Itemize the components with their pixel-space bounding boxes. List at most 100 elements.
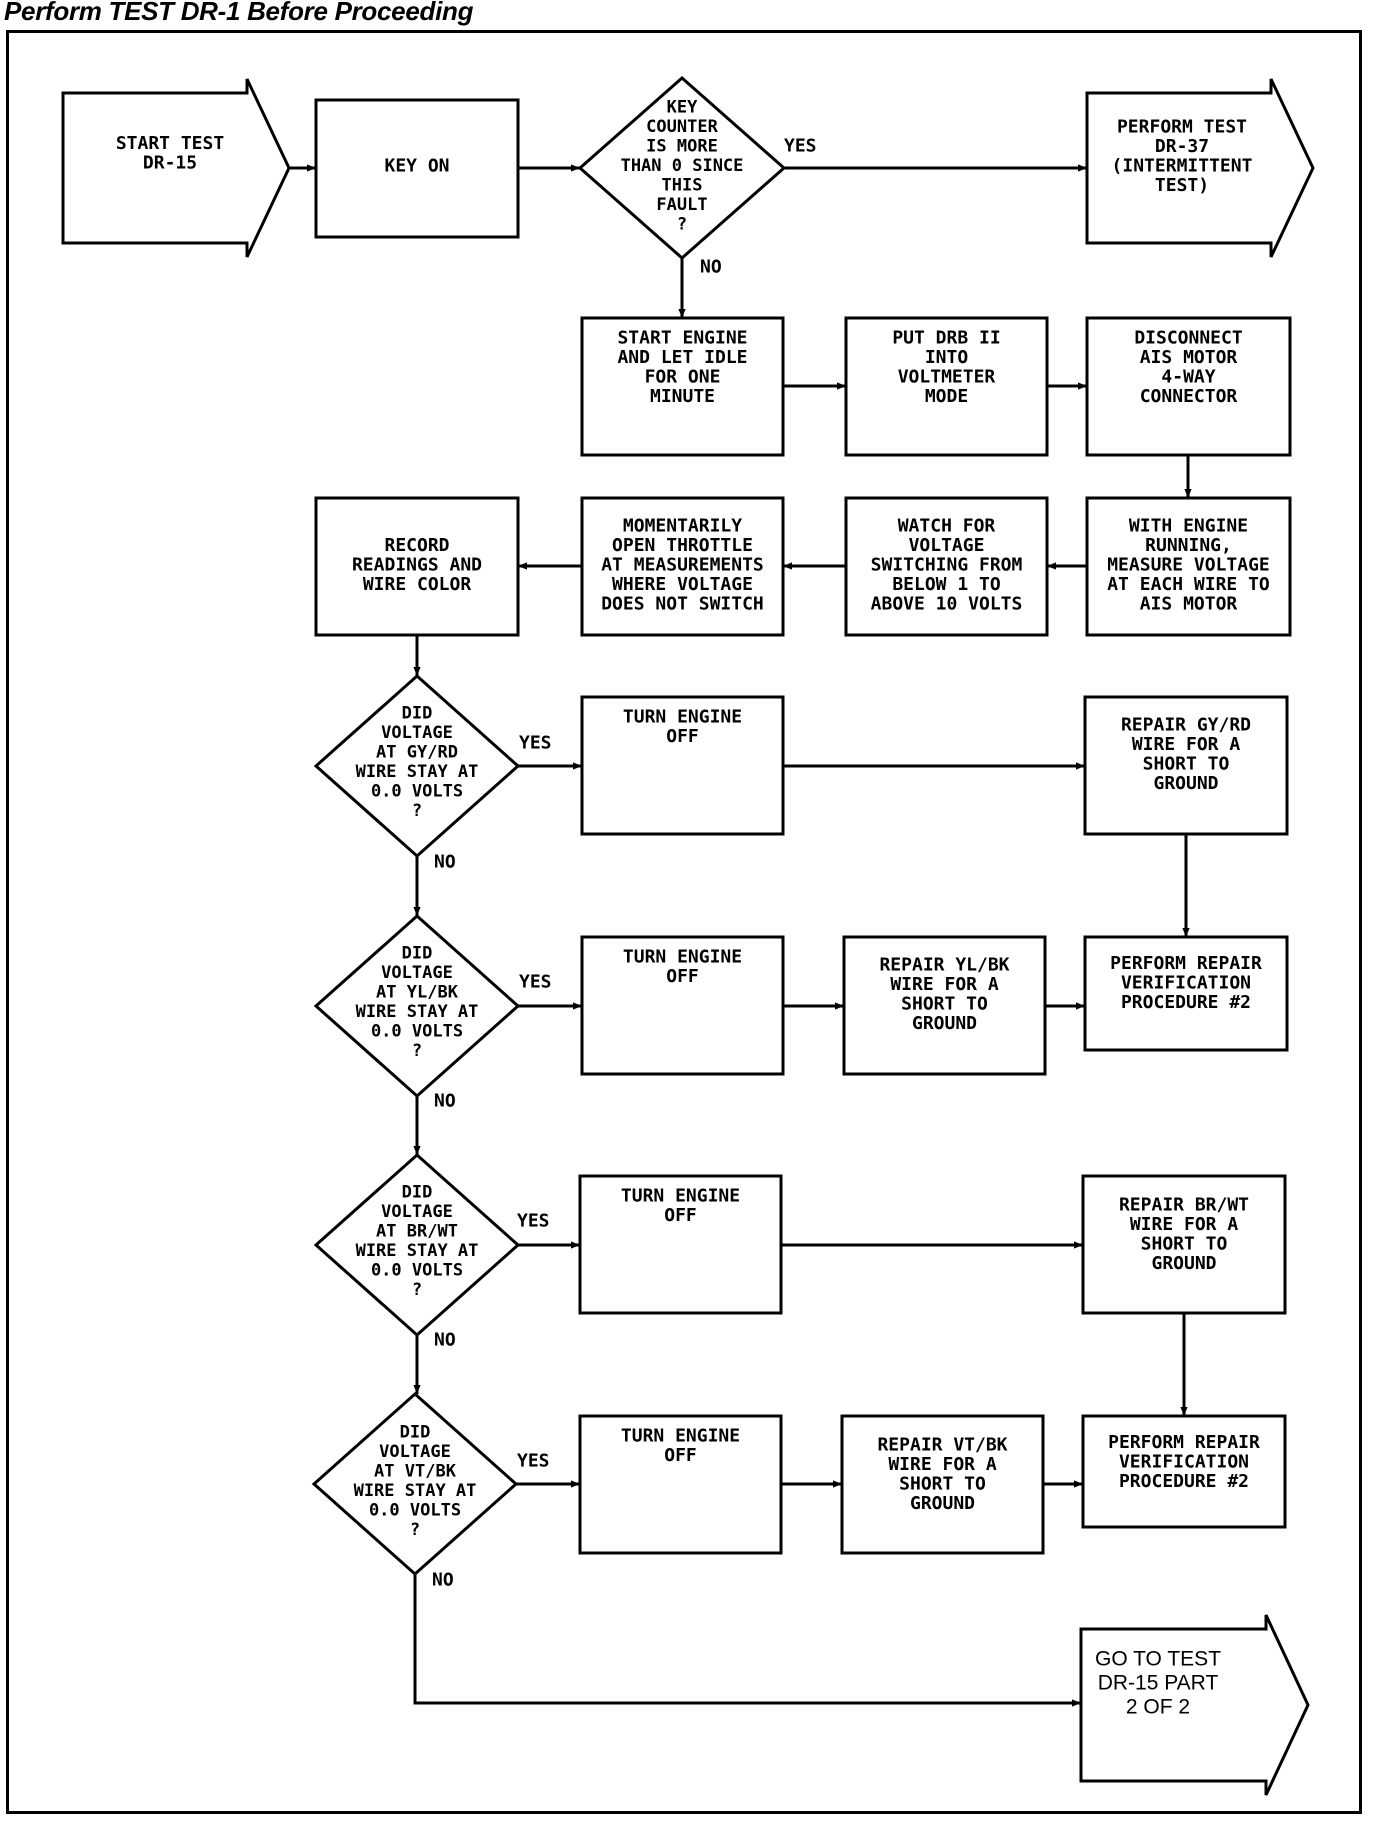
record-box bbox=[314, 496, 520, 637]
turn-engine-off-2-line-1: TURN ENGINE bbox=[623, 947, 742, 968]
gyrd-decision-line-3: AT GY/RD bbox=[376, 742, 458, 762]
repair-gyrd-box-line-1: REPAIR GY/RD bbox=[1121, 714, 1251, 735]
brwt-decision-line-4: WIRE STAY AT bbox=[356, 1241, 479, 1261]
put-drb-box-line-1: PUT DRB II bbox=[892, 328, 1000, 349]
brwt-decision-line-2: VOLTAGE bbox=[381, 1202, 453, 1222]
vtbk-decision-line-6: ? bbox=[410, 1520, 420, 1540]
ylbk-decision-line-1: DID bbox=[402, 943, 433, 963]
arrow-vtbk-no-to-go-to bbox=[413, 1574, 1081, 1707]
put-drb-box-line-2: INTO bbox=[925, 347, 969, 368]
gyrd-decision-line-1: DID bbox=[402, 703, 433, 723]
repair-ylbk-box-line-3: SHORT TO bbox=[901, 993, 988, 1014]
record-box-line-2: READINGS AND bbox=[352, 555, 482, 576]
perform-dr37-arrow bbox=[1085, 78, 1315, 258]
repair-brwt-box-line-3: SHORT TO bbox=[1141, 1233, 1228, 1254]
turn-engine-off-2-line-2: OFF bbox=[666, 966, 699, 987]
key-counter-decision-line-5: THIS bbox=[662, 176, 703, 196]
momentarily-box-line-3: AT MEASUREMENTS bbox=[601, 555, 764, 576]
ylbk-decision-line-4: WIRE STAY AT bbox=[356, 1002, 479, 1022]
watch-for-box-line-1: WATCH FOR bbox=[898, 516, 996, 537]
brwt-decision-line-6: ? bbox=[412, 1280, 422, 1300]
repair-gyrd-box-line-3: SHORT TO bbox=[1143, 753, 1230, 774]
with-engine-box-line-2: RUNNING, bbox=[1145, 535, 1232, 556]
ylbk-decision-line-5: 0.0 VOLTS bbox=[371, 1021, 463, 1041]
label-no-5: NO bbox=[432, 1570, 454, 1591]
repair-brwt-box-line-4: GROUND bbox=[1151, 1253, 1216, 1274]
turn-engine-off-4-line-2: OFF bbox=[664, 1445, 697, 1466]
key-on-box-text: KEY ON bbox=[384, 156, 449, 177]
start-test-arrow-line-2: DR-15 bbox=[143, 152, 197, 173]
key-counter-decision-line-2: COUNTER bbox=[646, 117, 718, 137]
repair-vtbk-box-line-3: SHORT TO bbox=[899, 1473, 986, 1494]
brwt-decision-line-3: AT BR/WT bbox=[376, 1221, 458, 1241]
diagram-frame bbox=[6, 30, 1362, 1814]
verification-box-1 bbox=[1083, 935, 1289, 1052]
turn-engine-off-3-line-1: TURN ENGINE bbox=[621, 1186, 740, 1207]
turn-engine-off-3 bbox=[578, 1174, 783, 1315]
key-counter-decision-line-4: THAN 0 SINCE bbox=[621, 156, 744, 176]
perform-dr37-arrow-line-3: (INTERMITTENT bbox=[1112, 155, 1253, 176]
perform-dr37-arrow-line-1: PERFORM TEST bbox=[1117, 116, 1247, 137]
label-yes-5: YES bbox=[517, 1451, 550, 1472]
turn-engine-off-4-line-1: TURN ENGINE bbox=[621, 1426, 740, 1447]
put-drb-box-line-4: MODE bbox=[925, 386, 968, 407]
with-engine-box bbox=[1085, 496, 1292, 637]
label-yes-2: YES bbox=[519, 733, 552, 754]
momentarily-box-line-1: MOMENTARILY bbox=[623, 516, 742, 537]
verification-box-1-line-2: VERIFICATION bbox=[1121, 973, 1251, 994]
vtbk-decision-line-3: AT VT/BK bbox=[374, 1461, 457, 1481]
vtbk-decision-line-5: 0.0 VOLTS bbox=[369, 1500, 461, 1520]
key-counter-decision-line-1: KEY bbox=[667, 98, 698, 118]
with-engine-box-line-1: WITH ENGINE bbox=[1129, 516, 1248, 537]
go-to-test-arrow-line-1: GO TO TEST bbox=[1095, 1648, 1221, 1671]
watch-for-box-line-3: SWITCHING FROM bbox=[871, 555, 1023, 576]
disconnect-box-line-3: 4-WAY bbox=[1161, 367, 1215, 388]
ylbk-decision-line-6: ? bbox=[412, 1041, 422, 1061]
start-engine-box-line-4: MINUTE bbox=[650, 386, 715, 407]
key-counter-decision-line-7: ? bbox=[677, 215, 687, 235]
vtbk-decision-line-4: WIRE STAY AT bbox=[354, 1481, 477, 1501]
verification-box-2-line-3: PROCEDURE #2 bbox=[1119, 1471, 1249, 1492]
go-to-test-arrow-line-3: 2 OF 2 bbox=[1126, 1696, 1190, 1719]
start-test-arrow bbox=[61, 78, 291, 258]
repair-gyrd-box-line-2: WIRE FOR A bbox=[1132, 734, 1241, 755]
turn-engine-off-1-line-1: TURN ENGINE bbox=[623, 707, 742, 728]
verification-box-1-line-3: PROCEDURE #2 bbox=[1121, 992, 1251, 1013]
repair-ylbk-box-line-2: WIRE FOR A bbox=[890, 974, 999, 995]
momentarily-box-line-5: DOES NOT SWITCH bbox=[601, 594, 764, 615]
ylbk-decision-line-3: AT YL/BK bbox=[376, 982, 459, 1002]
repair-ylbk-box-line-4: GROUND bbox=[912, 1013, 977, 1034]
perform-dr37-arrow-line-4: TEST) bbox=[1155, 175, 1209, 196]
label-no-3: NO bbox=[434, 1091, 456, 1112]
key-counter-decision-line-3: IS MORE bbox=[646, 137, 718, 157]
momentarily-box bbox=[580, 496, 785, 637]
with-engine-box-line-3: MEASURE VOLTAGE bbox=[1107, 555, 1270, 576]
record-box-line-1: RECORD bbox=[384, 535, 449, 556]
watch-for-box bbox=[844, 496, 1049, 637]
put-drb-box-line-3: VOLTMETER bbox=[898, 367, 996, 388]
go-to-test-arrow bbox=[1079, 1614, 1310, 1796]
gyrd-decision-line-4: WIRE STAY AT bbox=[356, 762, 479, 782]
verification-box-1-line-1: PERFORM REPAIR bbox=[1110, 953, 1262, 974]
disconnect-box-line-4: CONNECTOR bbox=[1140, 386, 1238, 407]
label-yes-1: YES bbox=[784, 136, 817, 157]
repair-gyrd-box bbox=[1083, 695, 1289, 836]
repair-vtbk-box-line-2: WIRE FOR A bbox=[888, 1454, 997, 1475]
turn-engine-off-1 bbox=[580, 695, 785, 836]
gyrd-decision-line-6: ? bbox=[412, 801, 422, 821]
